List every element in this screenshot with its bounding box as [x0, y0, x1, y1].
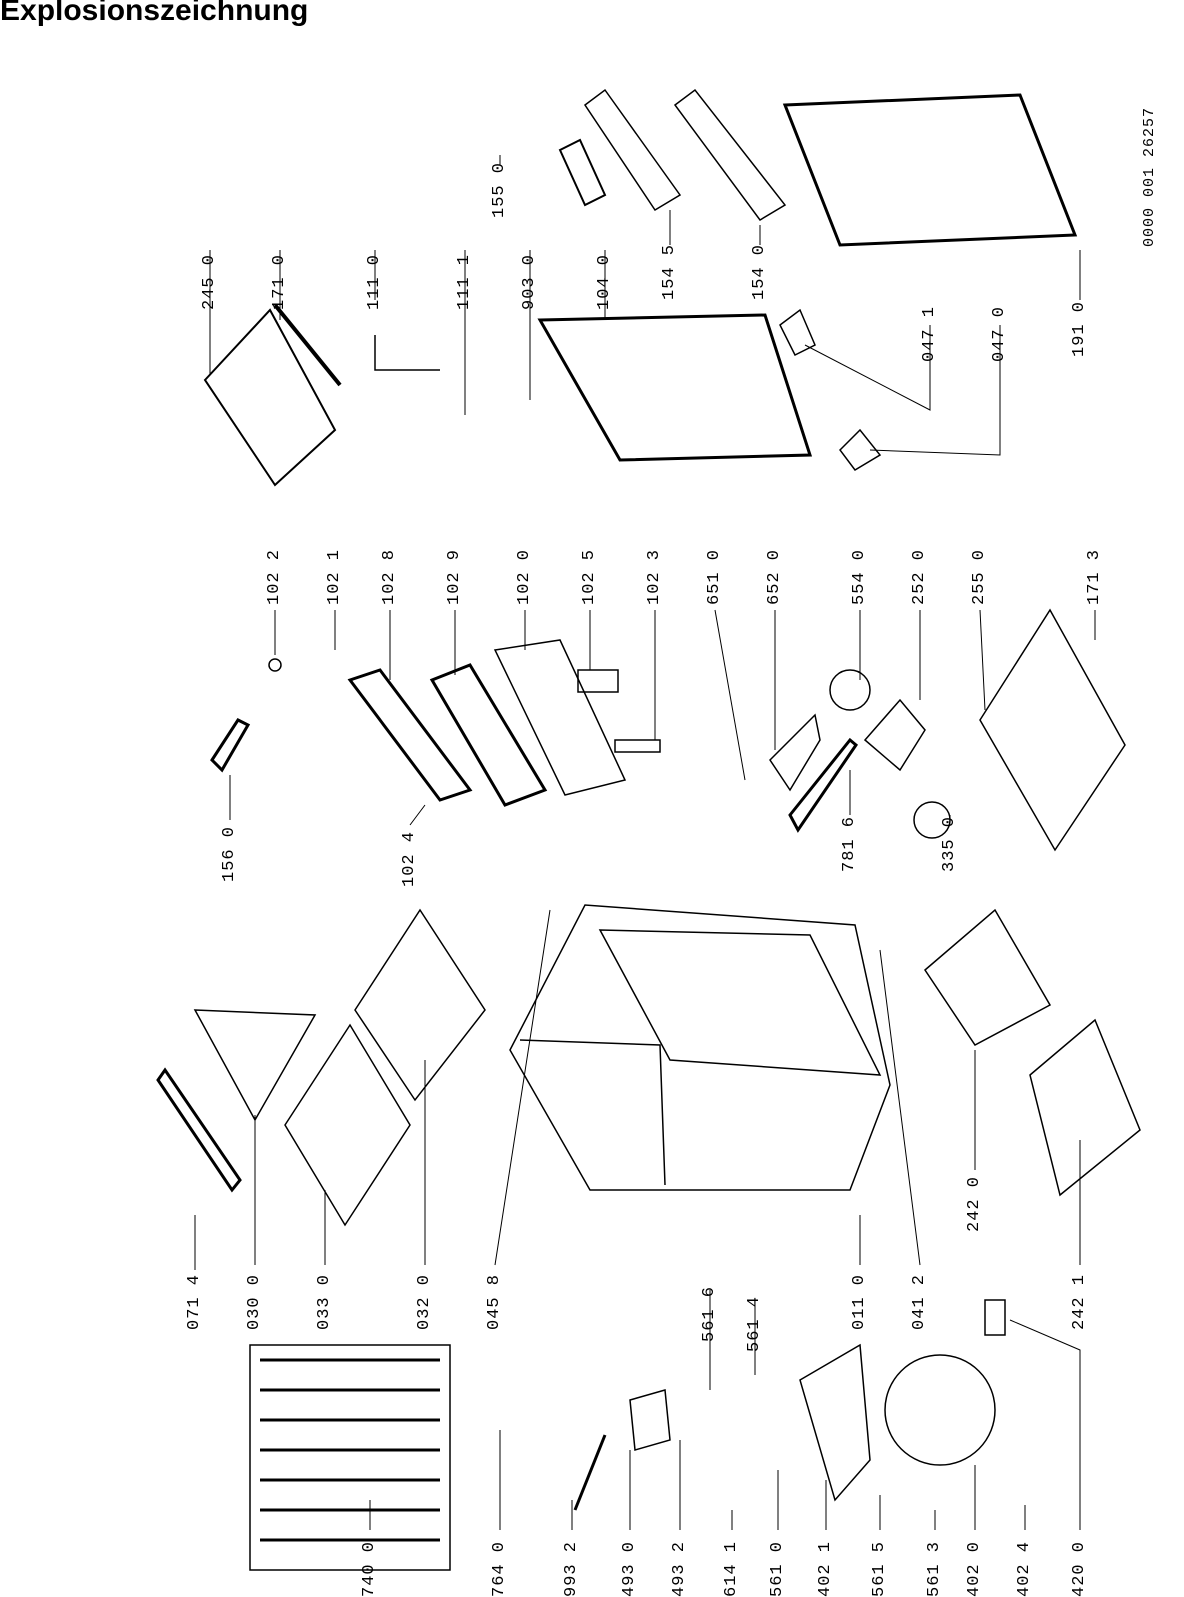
- cover-493-part: [629, 1389, 671, 1451]
- callout-label: 102 5: [580, 548, 599, 605]
- compressor-402-0-part: [884, 1354, 996, 1466]
- crisper-242-0-part: [924, 908, 1052, 1046]
- valve-993-part: [573, 1434, 607, 1511]
- callout-label: 102 9: [445, 548, 464, 605]
- light-cover-part: [788, 737, 859, 833]
- callout-label: 102 2: [265, 548, 284, 605]
- callout-label: 255 0: [970, 548, 989, 605]
- callout-label: 561 0: [768, 1540, 787, 1597]
- callout-label: 420 0: [1070, 1540, 1089, 1597]
- freezer-door-gasket-part: [347, 668, 473, 802]
- door-bin-154-5-part: [583, 88, 682, 212]
- callout-label: 111 0: [365, 253, 384, 310]
- callout-label: 242 0: [965, 1175, 984, 1232]
- callout-label: 781 6: [840, 815, 859, 872]
- ventilation-grille-part: [156, 1067, 242, 1193]
- callout-label: 047 1: [920, 305, 939, 362]
- capacitor-420-part: [984, 1299, 1006, 1336]
- thermostat-part: [769, 713, 821, 792]
- callout-label: 154 0: [750, 243, 769, 300]
- freezer-door-frame-part: [429, 663, 548, 807]
- callout-label: 071 4: [185, 1273, 204, 1330]
- callout-label: 171 3: [1085, 548, 1104, 605]
- shelf-032-part: [354, 908, 486, 1102]
- callout-label: 032 0: [415, 1273, 434, 1330]
- callout-label: 111 1: [455, 253, 474, 310]
- callout-label: 171 0: [270, 253, 289, 310]
- callout-label: 903 0: [520, 253, 539, 310]
- callout-label: 102 1: [325, 548, 344, 605]
- callout-label: 614 1: [722, 1540, 741, 1597]
- callout-label: 011 0: [850, 1273, 869, 1330]
- callout-label: 561 5: [870, 1540, 889, 1597]
- freezer-door-part: [493, 639, 627, 796]
- callout-label: 102 8: [380, 548, 399, 605]
- callout-label: 493 0: [620, 1540, 639, 1597]
- page-title: Explosionszeichnung: [0, 0, 309, 27]
- fan-housing-part: [863, 698, 926, 772]
- evaporator-part: [249, 1344, 451, 1571]
- document-id: 0000 001 26257: [1141, 106, 1158, 247]
- hinge-047-part: [779, 308, 882, 471]
- callout-label: 561 6: [700, 1285, 719, 1342]
- egg-tray-155-part: [558, 138, 607, 207]
- rail-171-0-part: [273, 303, 342, 387]
- callout-label: 045 8: [485, 1273, 504, 1330]
- crisper-242-1-part: [1029, 1018, 1141, 1197]
- callout-label: 402 0: [965, 1540, 984, 1597]
- callout-label: 104 0: [595, 253, 614, 310]
- callout-label: 191 0: [1070, 300, 1089, 357]
- ice-tray-part: [210, 718, 251, 773]
- callout-label: 493 2: [670, 1540, 689, 1597]
- callout-label: 402 4: [1015, 1540, 1034, 1597]
- fan-ring-part: [829, 669, 871, 711]
- callout-label: 554 0: [850, 548, 869, 605]
- shelf-030-part: [193, 1009, 317, 1122]
- callout-label: 102 0: [515, 548, 534, 605]
- wire-rack-245-part: [203, 308, 337, 487]
- callout-label: 155 0: [490, 161, 509, 218]
- callout-label: 402 1: [816, 1540, 835, 1597]
- callout-label: 740 0: [360, 1540, 379, 1597]
- callout-label: 651 0: [705, 548, 724, 605]
- door-104-part: [537, 313, 813, 462]
- part-102-2: [268, 658, 282, 672]
- callout-label: 102 3: [645, 548, 664, 605]
- door-gasket-191-part: [782, 93, 1078, 247]
- part-102-3: [614, 739, 661, 753]
- callout-label: 335 0: [940, 815, 959, 872]
- leader-lines: [194, 155, 1096, 1530]
- cover-402-1-part: [799, 1343, 871, 1502]
- callout-label: 242 1: [1070, 1273, 1089, 1330]
- callout-label: 154 5: [660, 243, 679, 300]
- callout-label: 561 4: [745, 1295, 764, 1352]
- door-bin-154-0-part: [673, 88, 787, 221]
- bracket-111-0-part: [374, 335, 440, 371]
- callout-label: 156 0: [220, 825, 239, 882]
- shelf-033-part: [284, 1023, 411, 1227]
- part-102-5: [577, 669, 619, 693]
- callout-label: 561 3: [925, 1540, 944, 1597]
- callout-label: 245 0: [200, 253, 219, 310]
- cabinet-part: [509, 904, 891, 1191]
- callout-label: 652 0: [765, 548, 784, 605]
- callout-label: 047 0: [990, 305, 1009, 362]
- callout-label: 252 0: [910, 548, 929, 605]
- callout-label: 041 2: [910, 1273, 929, 1330]
- cover-plate-255-part: [979, 608, 1126, 852]
- callout-label: 033 0: [315, 1273, 334, 1330]
- callout-label: 102 4: [400, 830, 419, 887]
- callout-label: 030 0: [245, 1273, 264, 1330]
- callout-label: 993 2: [562, 1540, 581, 1597]
- callout-label: 764 0: [490, 1540, 509, 1597]
